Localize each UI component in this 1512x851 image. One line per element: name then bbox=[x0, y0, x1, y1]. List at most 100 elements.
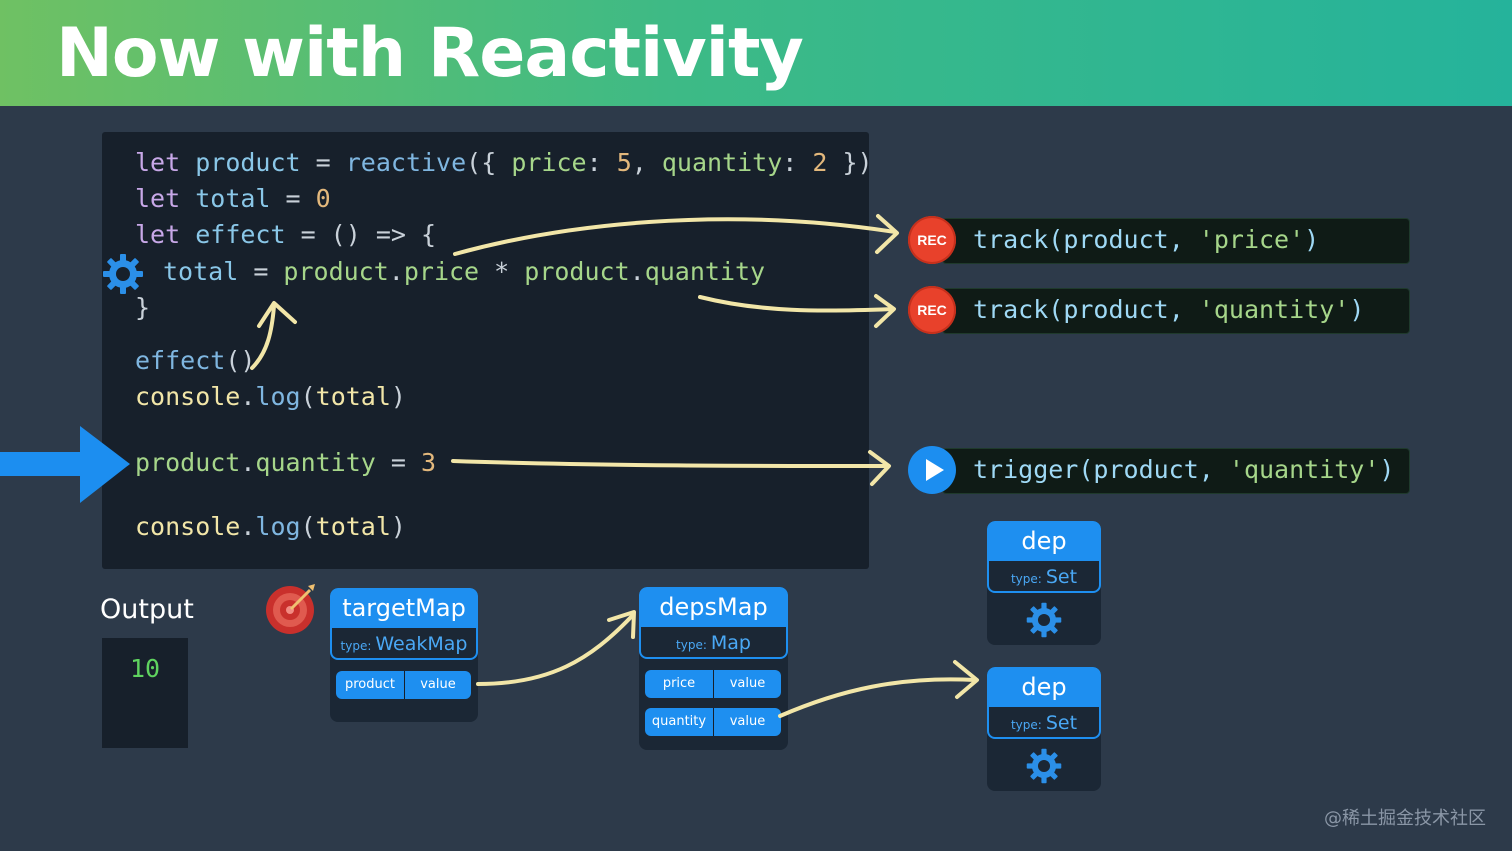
code-token: 3 bbox=[421, 448, 437, 477]
targetmap-box: targetMap type:WeakMap product value bbox=[330, 588, 478, 722]
code-token: . bbox=[240, 448, 256, 477]
code-token: }) bbox=[827, 148, 873, 177]
code-token: . bbox=[388, 257, 404, 286]
title-bar: Now with Reactivity bbox=[0, 0, 1512, 106]
code-token: ) bbox=[390, 512, 406, 541]
code-token: = bbox=[270, 184, 316, 213]
code-token: . bbox=[240, 512, 256, 541]
call-token: ) bbox=[1379, 455, 1395, 484]
code-line-7: console.log(total) bbox=[135, 382, 406, 411]
arrow-depsmap-to-dep bbox=[778, 677, 977, 718]
dep-title: dep bbox=[987, 667, 1101, 707]
map-key: product bbox=[336, 671, 405, 699]
code-token: console bbox=[135, 382, 241, 411]
code-line-2: let total = 0 bbox=[135, 184, 331, 213]
code-token: log bbox=[255, 382, 301, 411]
code-token: quantity bbox=[255, 448, 376, 477]
call-token: ( bbox=[1048, 225, 1064, 254]
code-token: , bbox=[631, 148, 662, 177]
arrowhead bbox=[257, 301, 297, 328]
map-key: quantity bbox=[645, 708, 714, 736]
call-token: 'quantity' bbox=[1228, 455, 1380, 484]
call-token: , bbox=[1198, 455, 1229, 484]
code-token: : bbox=[586, 148, 617, 177]
rec-badge: REC bbox=[908, 286, 956, 334]
code-token: ( bbox=[300, 382, 316, 411]
target-icon bbox=[266, 584, 315, 634]
type-label: type: bbox=[1010, 718, 1042, 732]
trigger-quantity-call: trigger(product, 'quantity') bbox=[942, 448, 1410, 494]
code-token: . bbox=[629, 257, 645, 286]
output-label: Output bbox=[100, 594, 194, 625]
type-value: Set bbox=[1045, 566, 1078, 588]
map-value: value bbox=[714, 708, 781, 736]
depsmap-type: type:Map bbox=[639, 627, 788, 659]
code-token: product bbox=[283, 257, 389, 286]
code-token: 0 bbox=[315, 184, 331, 213]
code-token: ({ bbox=[466, 148, 512, 177]
type-value: Set bbox=[1045, 712, 1078, 734]
depsmap-row: quantity value bbox=[645, 708, 781, 736]
code-token: console bbox=[135, 512, 241, 541]
code-token: effect bbox=[195, 220, 286, 249]
track-price-call: track(product, 'price') bbox=[942, 218, 1410, 264]
call-token: product bbox=[1093, 455, 1199, 484]
code-token: . bbox=[240, 382, 256, 411]
code-token: product bbox=[524, 257, 630, 286]
type-label: type: bbox=[1010, 572, 1042, 586]
code-line-4: total = product.price * product.quantity bbox=[163, 257, 765, 286]
code-token: price bbox=[403, 257, 480, 286]
track-quantity-call: track(product, 'quantity') bbox=[942, 288, 1410, 334]
map-value: value bbox=[714, 670, 781, 698]
code-token: log bbox=[255, 512, 301, 541]
code-token: let bbox=[135, 184, 181, 213]
code-line-8: product.quantity = 3 bbox=[135, 448, 436, 477]
code-panel: let product = reactive({ price: 5, quant… bbox=[102, 132, 873, 569]
code-line-3: let effect = () => { bbox=[135, 220, 436, 249]
code-token: ( bbox=[300, 512, 316, 541]
output-box: 10 bbox=[102, 638, 188, 748]
call-fn: trigger bbox=[973, 455, 1079, 484]
depsmap-box: depsMap type:Map price value quantity va… bbox=[639, 587, 788, 750]
arrow-to-track-price bbox=[453, 217, 897, 256]
arrow-right-icon bbox=[0, 426, 130, 503]
depsmap-row: price value bbox=[645, 670, 781, 698]
type-value: Map bbox=[710, 632, 751, 654]
call-token: , bbox=[1168, 295, 1199, 324]
gear-icon bbox=[1026, 748, 1062, 784]
code-token: quantity bbox=[644, 257, 766, 286]
targetmap-row: product value bbox=[336, 671, 471, 699]
dep-box: dep type:Set bbox=[987, 667, 1101, 791]
code-token: price bbox=[511, 148, 587, 177]
code-token: = bbox=[300, 148, 346, 177]
code-line-6: effect() bbox=[135, 346, 255, 375]
code-line-1: let product = reactive({ price: 5, quant… bbox=[135, 148, 873, 177]
type-label: type: bbox=[676, 638, 707, 652]
call-token: ) bbox=[1304, 225, 1320, 254]
arrowhead bbox=[874, 294, 896, 328]
call-fn: track bbox=[973, 225, 1049, 254]
code-token: = bbox=[375, 448, 421, 477]
call-token: product bbox=[1063, 295, 1169, 324]
code-token: product bbox=[135, 448, 241, 477]
slide-title: Now with Reactivity bbox=[56, 14, 804, 93]
call-token: 'price' bbox=[1198, 225, 1305, 254]
call-token: product bbox=[1063, 225, 1169, 254]
arrowhead bbox=[607, 610, 636, 639]
arrow-targetmap-to-depsmap bbox=[476, 614, 634, 686]
output-value: 10 bbox=[130, 654, 161, 683]
dep-box: dep type:Set bbox=[987, 521, 1101, 645]
targetmap-title: targetMap bbox=[330, 588, 478, 628]
code-token: () bbox=[225, 346, 256, 375]
type-value: WeakMap bbox=[375, 633, 468, 655]
code-token: : bbox=[782, 148, 813, 177]
code-token: let bbox=[135, 220, 181, 249]
code-token: quantity bbox=[661, 148, 783, 177]
code-token: ) bbox=[390, 382, 406, 411]
arrow-to-trigger bbox=[451, 459, 890, 468]
code-token: 5 bbox=[616, 148, 632, 177]
map-key: price bbox=[645, 670, 714, 698]
code-token: = () => { bbox=[285, 220, 437, 249]
arrow-effect-call bbox=[250, 304, 276, 370]
arrowhead bbox=[875, 214, 899, 254]
